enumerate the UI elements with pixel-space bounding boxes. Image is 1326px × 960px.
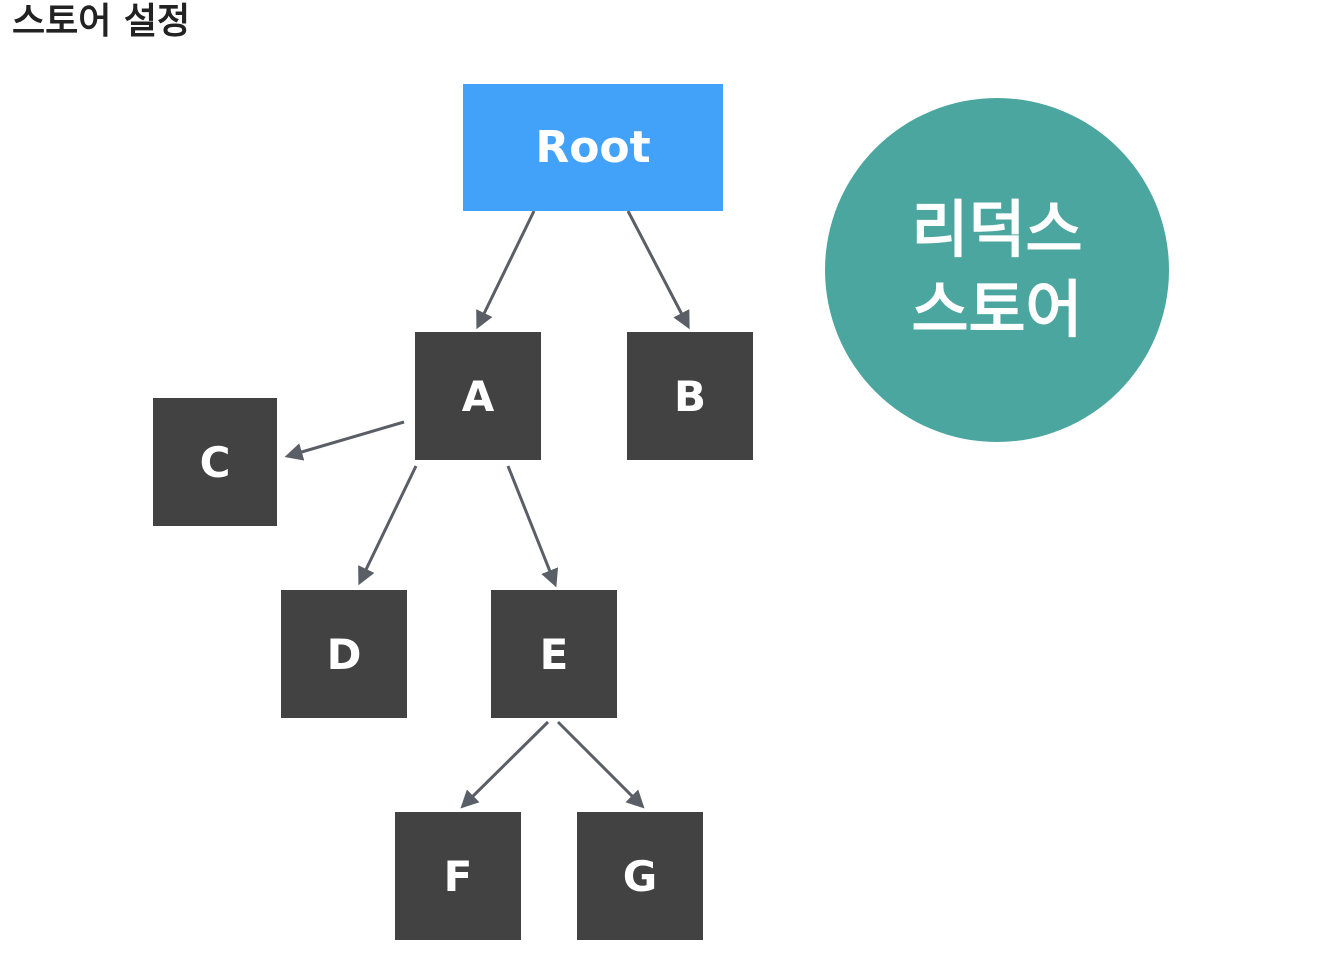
redux-store-circle: 리덕스 스토어 xyxy=(825,98,1169,442)
node-f-label: F xyxy=(443,851,473,901)
node-a: A xyxy=(415,332,541,460)
node-c: C xyxy=(153,398,277,526)
node-e: E xyxy=(491,590,617,718)
node-f: F xyxy=(395,812,521,940)
node-c-label: C xyxy=(199,437,231,487)
node-d-label: D xyxy=(326,629,362,679)
root-node: Root xyxy=(463,84,723,211)
page-title: 스토어 설정 xyxy=(12,1,191,42)
edge-e-f xyxy=(460,720,550,809)
edge-a-e xyxy=(506,465,559,588)
node-b-label: B xyxy=(673,371,706,421)
root-node-label: Root xyxy=(535,122,651,173)
edge-a-d xyxy=(358,465,418,586)
node-g-label: G xyxy=(622,851,658,901)
node-g: G xyxy=(577,812,703,940)
edge-e-g xyxy=(556,720,645,809)
node-b: B xyxy=(627,332,753,460)
edge-root-b xyxy=(626,210,690,330)
store-label-line2: 스토어 xyxy=(911,273,1083,346)
node-d: D xyxy=(281,590,407,718)
edge-root-a xyxy=(476,210,536,330)
edge-a-c xyxy=(284,420,405,461)
store-label-line1: 리덕스 xyxy=(911,193,1083,266)
node-a-label: A xyxy=(461,371,495,421)
node-e-label: E xyxy=(539,629,569,679)
